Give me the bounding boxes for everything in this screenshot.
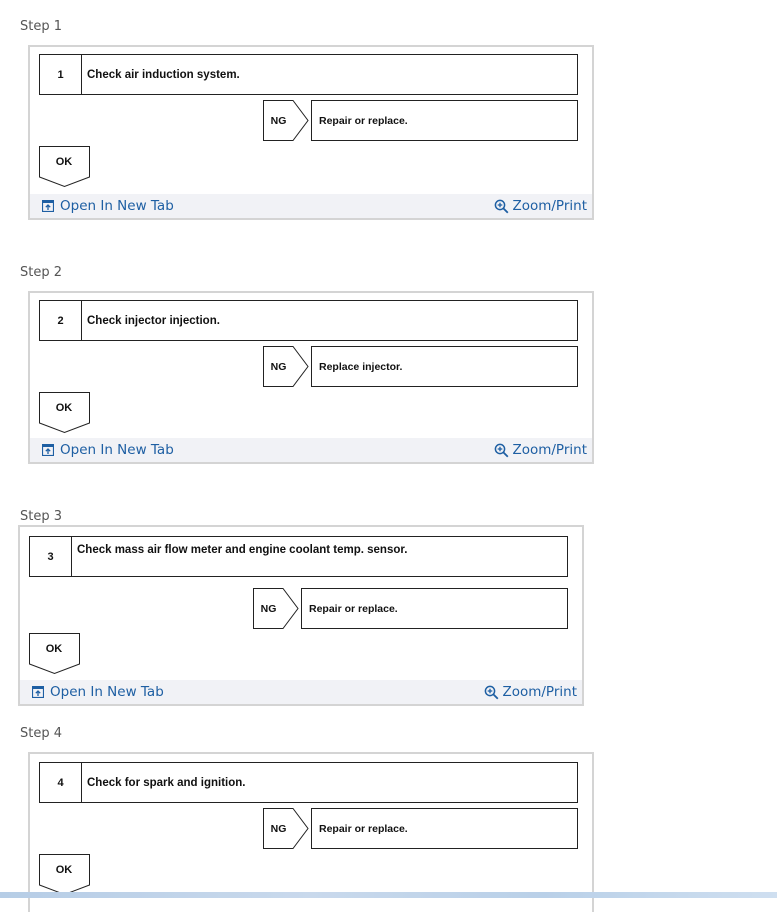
step-figure: 4 Check for spark and ignition. NG Repai… (28, 752, 594, 912)
figure-toolbar: Open In New Tab Zoom/Print (30, 438, 592, 462)
ok-label: OK (55, 402, 73, 414)
ok-arrow-shape (39, 146, 90, 188)
zoom-print-button[interactable]: Zoom/Print (494, 438, 587, 462)
check-box: 4 Check for spark and ignition. (39, 762, 578, 803)
zoom-print-button[interactable]: Zoom/Print (484, 680, 577, 704)
step-figure: 2 Check injector injection. NG Replace i… (28, 291, 594, 464)
bottom-scroll-bar (0, 892, 777, 898)
open-in-new-tab-icon (32, 686, 44, 698)
result-box: Repair or replace. (301, 588, 568, 629)
ok-arrow-shape (39, 392, 90, 434)
result-box: Repair or replace. (311, 808, 578, 849)
zoom-in-icon (484, 685, 499, 700)
step-number: 2 (40, 301, 82, 340)
zoom-print-label: Zoom/Print (502, 684, 577, 700)
open-in-new-tab-label: Open In New Tab (50, 684, 164, 700)
check-box: 3 Check mass air flow meter and engine c… (29, 536, 568, 577)
open-in-new-tab-icon (42, 444, 54, 456)
ng-arrow-shape (263, 346, 309, 387)
open-in-new-tab-icon (42, 200, 54, 212)
ng-arrow-shape (263, 100, 309, 141)
ng-label: NG (270, 360, 287, 373)
ok-label: OK (55, 864, 73, 876)
result-box: Repair or replace. (311, 100, 578, 141)
open-in-new-tab-button[interactable]: Open In New Tab (42, 194, 174, 218)
check-text: Check mass air flow meter and engine coo… (77, 544, 408, 556)
ng-arrow-shape (263, 808, 309, 849)
step-label: Step 3 (20, 509, 63, 524)
zoom-print-label: Zoom/Print (512, 198, 587, 214)
check-text: Check injector injection. (87, 314, 220, 327)
zoom-print-label: Zoom/Print (512, 442, 587, 458)
result-box: Replace injector. (311, 346, 578, 387)
open-in-new-tab-label: Open In New Tab (60, 198, 174, 214)
ng-label: NG (270, 822, 287, 835)
zoom-in-icon (494, 199, 509, 214)
check-text: Check air induction system. (87, 68, 240, 81)
check-text: Check for spark and ignition. (87, 776, 246, 789)
ng-label: NG (260, 602, 277, 615)
step-label: Step 4 (20, 726, 63, 741)
check-box: 2 Check injector injection. (39, 300, 578, 341)
step-figure: 3 Check mass air flow meter and engine c… (18, 525, 584, 706)
ok-label: OK (55, 156, 73, 168)
open-in-new-tab-label: Open In New Tab (60, 442, 174, 458)
step-label: Step 1 (20, 19, 63, 34)
step-figure: 1 Check air induction system. NG Repair … (28, 45, 594, 220)
figure-toolbar: Open In New Tab Zoom/Print (20, 680, 582, 704)
step-number: 4 (40, 763, 82, 802)
check-box: 1 Check air induction system. (39, 54, 578, 95)
step-label: Step 2 (20, 265, 63, 280)
open-in-new-tab-button[interactable]: Open In New Tab (32, 680, 164, 704)
ok-arrow-shape (39, 854, 90, 896)
ng-label: NG (270, 114, 287, 127)
ok-arrow-shape (29, 633, 80, 675)
step-number: 3 (30, 537, 72, 576)
step-number: 1 (40, 55, 82, 94)
ng-arrow-shape (253, 588, 299, 629)
zoom-in-icon (494, 443, 509, 458)
figure-toolbar: Open In New Tab Zoom/Print (30, 194, 592, 218)
ok-label: OK (45, 643, 63, 655)
open-in-new-tab-button[interactable]: Open In New Tab (42, 438, 174, 462)
zoom-print-button[interactable]: Zoom/Print (494, 194, 587, 218)
